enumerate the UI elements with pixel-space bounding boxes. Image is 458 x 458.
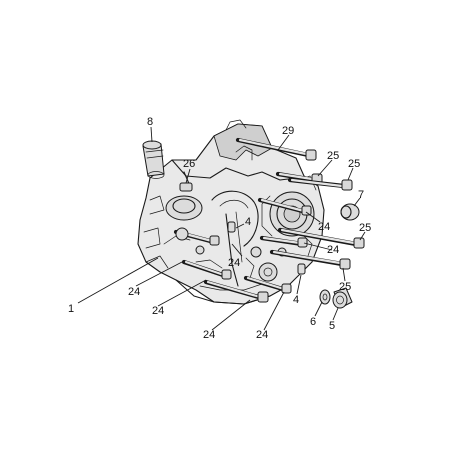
- leader-lines: [77, 126, 366, 331]
- stud-bolt-24-left-top: [173, 227, 220, 246]
- bolt-25-upper-b: [287, 177, 353, 191]
- callout-24-e: 24: [152, 305, 164, 317]
- fitting-part-26: [179, 171, 193, 192]
- callout-25-d: 25: [339, 281, 351, 293]
- callout-4-b: 4: [293, 294, 299, 306]
- callout-25-a: 25: [327, 150, 339, 162]
- stud-bolt-24-lower-long: [203, 279, 269, 303]
- callout-4-a: 4: [245, 216, 251, 228]
- bolt-set: [173, 137, 365, 303]
- callout-24-f: 24: [203, 329, 215, 341]
- callout-24-d: 24: [128, 286, 140, 298]
- sealing-washer-part-6: [319, 289, 331, 305]
- callout-1: 1: [68, 303, 74, 315]
- stud-bolt-24-right: [259, 235, 308, 248]
- bolt-25-right-long: [277, 227, 365, 249]
- cylinder-sleeve-part-8: [142, 140, 165, 179]
- stud-bolt-24-left-center: [181, 259, 232, 280]
- callout-5: 5: [329, 320, 335, 332]
- stud-bolt-29: [235, 137, 317, 161]
- callout-24-a: 24: [318, 221, 330, 233]
- callout-24-b: 24: [327, 244, 339, 256]
- callout-25-c: 25: [359, 222, 371, 234]
- dowel-part-4-upper: [227, 221, 236, 233]
- callout-25-b: 25: [348, 158, 360, 170]
- callout-29: 29: [282, 125, 294, 137]
- callout-8: 8: [147, 116, 153, 128]
- drain-plug-part-5: [332, 287, 353, 309]
- callout-labels: 1 8 26 29 25 25 7 25 4 24 24 24 24 24 24…: [68, 116, 371, 341]
- stud-bolt-24-lower-right: [243, 275, 292, 294]
- crankcase-body: [137, 119, 325, 305]
- bolt-25-lower-right: [269, 249, 351, 270]
- callout-24-c: 24: [228, 257, 240, 269]
- stud-bolt-24-mid-right: [257, 197, 312, 216]
- plug-cap-part-7: [340, 203, 360, 221]
- callout-6: 6: [310, 316, 316, 328]
- callout-26: 26: [183, 158, 195, 170]
- callout-24-g: 24: [256, 329, 268, 341]
- dowel-part-4-lower: [297, 263, 306, 275]
- callout-7: 7: [358, 189, 364, 201]
